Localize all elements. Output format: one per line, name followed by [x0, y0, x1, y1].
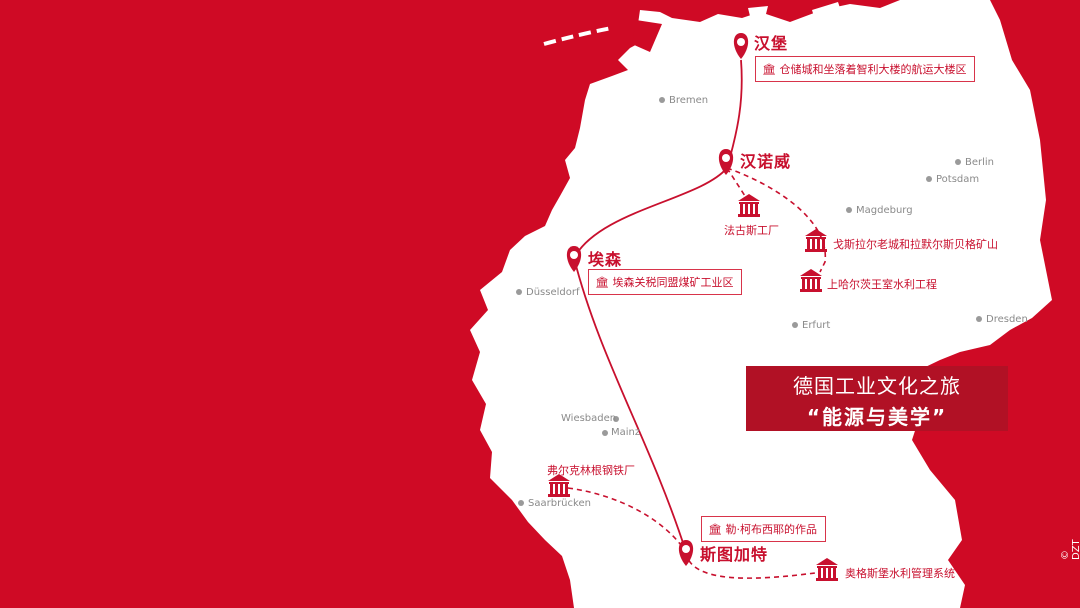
site-box-stuttgart: 🏛 勒·柯布西耶的作品: [701, 516, 826, 542]
museum-building-icon: 🏛: [708, 523, 722, 536]
site-label: 勒·柯布西耶的作品: [725, 523, 817, 536]
museum-building-icon: [548, 474, 570, 497]
museum-building-icon: [800, 269, 822, 292]
stop-name-stuttgart[interactable]: 斯图加特: [700, 545, 769, 564]
map-pin-icon[interactable]: [718, 149, 734, 175]
site-label-goslar: 戈斯拉尔老城和拉默尔斯贝格矿山: [833, 238, 998, 251]
city-label-magdeburg: Magdeburg: [846, 205, 913, 216]
title-box: 德国工业文化之旅 “能源与美学”: [746, 366, 1008, 431]
stop-name-essen[interactable]: 埃森: [588, 250, 623, 269]
city-dot: [602, 430, 608, 436]
site-label-fagus: 法古斯工厂: [724, 224, 779, 237]
city-label-erfurt: Erfurt: [792, 320, 830, 331]
city-label-wiesbaden: Wiesbaden: [561, 413, 617, 424]
city-label-bremen: Bremen: [659, 95, 708, 106]
city-label-berlin: Berlin: [955, 157, 994, 168]
city-label-potsdam: Potsdam: [926, 174, 979, 185]
museum-building-icon: [805, 229, 827, 252]
city-label-saarbruecken: Saarbrücken: [518, 498, 591, 509]
map-pin-icon[interactable]: [678, 540, 694, 566]
museum-building-icon: [738, 194, 760, 217]
museum-building-icon: 🏛: [762, 63, 776, 76]
route-dashed-augsburg: [685, 551, 816, 579]
museum-building-icon: [816, 558, 838, 581]
copyright-credit: © DZT: [1060, 539, 1080, 560]
route-solid: [573, 59, 743, 553]
city-label-duesseldorf: Düsseldorf: [516, 287, 580, 298]
bay-wedge: [632, 20, 662, 52]
frisian-islands: [543, 26, 613, 46]
stop-name-hamburg[interactable]: 汉堡: [754, 34, 789, 53]
route-dashed-harz: [726, 167, 826, 273]
city-label-mainz: Mainz: [611, 427, 641, 438]
museum-building-icon: 🏛: [595, 276, 609, 289]
site-box-hamburg: 🏛 仓储城和坐落着智利大楼的航运大楼区: [755, 56, 976, 82]
title-line-2: “能源与美学”: [806, 405, 948, 429]
title-line-1: 德国工业文化之旅: [793, 374, 961, 398]
city-label-dresden: Dresden: [976, 314, 1028, 325]
site-label-voelklingen: 弗尔克林根钢铁厂: [547, 464, 635, 477]
site-label: 仓储城和坐落着智利大楼的航运大楼区: [779, 63, 967, 76]
site-label-augsburg: 奥格斯堡水利管理系统: [845, 567, 955, 580]
map-pin-icon[interactable]: [733, 33, 749, 59]
city-dot: [613, 416, 619, 422]
route-dashed-saar: [567, 487, 687, 553]
germany-landmass: [470, 0, 1052, 608]
route-dashed-fagus: [726, 167, 746, 197]
site-label-harz: 上哈尔茨王室水利工程: [827, 278, 937, 291]
map-pin-icon[interactable]: [566, 246, 582, 272]
stop-name-hannover[interactable]: 汉诺威: [740, 152, 792, 171]
site-label: 埃森关税同盟煤矿工业区: [612, 276, 734, 289]
island-rugen: [812, 2, 842, 22]
site-box-essen: 🏛 埃森关税同盟煤矿工业区: [588, 269, 743, 295]
island-fehmarn: [748, 6, 768, 16]
